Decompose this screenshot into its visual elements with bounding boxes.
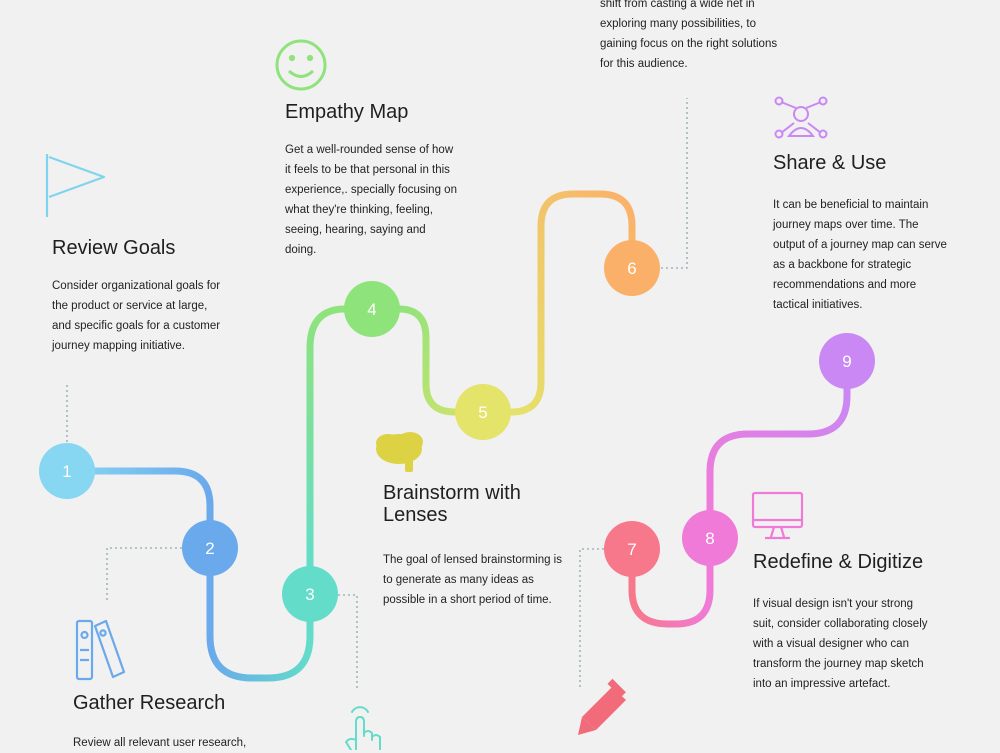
connector-lines bbox=[66, 98, 688, 690]
step-5-description: The goal of lensed brainstorming is to g… bbox=[383, 554, 562, 606]
step-circle-8 bbox=[682, 510, 738, 566]
step-9-description: It can be beneficial to maintain journey… bbox=[773, 199, 947, 311]
step-node-9: 9 bbox=[819, 333, 875, 389]
step-circle-6 bbox=[604, 240, 660, 296]
step-circle-5 bbox=[455, 384, 511, 440]
step-circle-4 bbox=[344, 281, 400, 337]
step-node-2: 2 bbox=[182, 520, 238, 576]
flag-icon bbox=[45, 154, 106, 217]
path-segment-5-6 bbox=[507, 190, 636, 416]
brain-icon bbox=[376, 432, 423, 472]
step-number-4: 4 bbox=[367, 300, 376, 319]
path-segment-2-3 bbox=[206, 572, 314, 682]
step-node-5: 5 bbox=[455, 384, 511, 440]
step-number-5: 5 bbox=[478, 403, 487, 422]
connector-7 bbox=[579, 548, 604, 690]
smiley-icon bbox=[275, 39, 327, 91]
connector-3 bbox=[338, 594, 358, 690]
path-segment-3-4 bbox=[306, 305, 349, 570]
network-person-icon bbox=[774, 96, 828, 139]
pencil-icon bbox=[578, 678, 626, 735]
step-4-description: Get a well-rounded sense of how it feels… bbox=[285, 144, 457, 256]
step-circle-1 bbox=[39, 443, 95, 499]
step-circle-2 bbox=[182, 520, 238, 576]
step-number-6: 6 bbox=[627, 259, 636, 278]
step-2-description: Review all relevant user research, bbox=[73, 737, 247, 749]
connector-2 bbox=[106, 547, 182, 600]
step-circle-7 bbox=[604, 521, 660, 577]
step-6-description: shift from casting a wide net in explori… bbox=[600, 0, 778, 70]
binders-icon bbox=[75, 619, 126, 681]
step-circle-9 bbox=[819, 333, 875, 389]
step-node-6: 6 bbox=[604, 240, 660, 296]
step-9-title: Share & Use bbox=[773, 152, 887, 174]
path-segment-1-2 bbox=[63, 467, 214, 524]
connector-6 bbox=[661, 98, 688, 269]
step-node-8: 8 bbox=[682, 510, 738, 566]
path-segment-8-9 bbox=[706, 385, 851, 514]
step-5-title: Brainstorm with Lenses bbox=[383, 482, 521, 526]
step-8-title: Redefine & Digitize bbox=[753, 551, 924, 573]
step-2-title: Gather Research bbox=[73, 692, 226, 714]
path-segment-4-5 bbox=[395, 305, 459, 416]
step-1-description: Consider organizational goals for the pr… bbox=[52, 280, 221, 352]
step-number-8: 8 bbox=[705, 529, 714, 548]
step-1-title: Review Goals bbox=[52, 237, 176, 259]
step-number-2: 2 bbox=[205, 539, 214, 558]
step-number-3: 3 bbox=[305, 585, 314, 604]
step-node-3: 3 bbox=[282, 566, 338, 622]
step-number-1: 1 bbox=[62, 462, 71, 481]
step-node-7: 7 bbox=[604, 521, 660, 577]
step-number-7: 7 bbox=[627, 540, 636, 559]
step-nodes: 1 2 3 4 5 6 7 8 9 bbox=[39, 240, 875, 622]
step-4-title: Empathy Map bbox=[285, 101, 409, 123]
step-node-1: 1 bbox=[39, 443, 95, 499]
journey-path bbox=[63, 190, 851, 682]
step-node-4: 4 bbox=[344, 281, 400, 337]
pointer-hand-icon bbox=[345, 706, 381, 750]
step-number-9: 9 bbox=[842, 352, 851, 371]
monitor-icon bbox=[751, 491, 804, 540]
step-8-description: If visual design isn't your strong suit,… bbox=[753, 598, 928, 690]
path-segment-7-8 bbox=[628, 562, 714, 628]
step-circle-3 bbox=[282, 566, 338, 622]
